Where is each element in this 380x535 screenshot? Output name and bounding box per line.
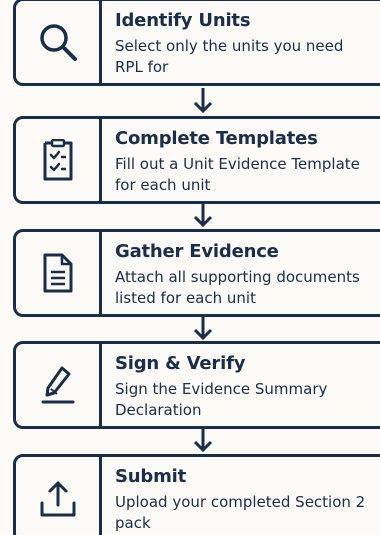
step-title: Gather Evidence xyxy=(115,241,279,262)
step-title: Sign & Verify xyxy=(115,353,246,374)
checklist-icon xyxy=(16,119,99,201)
step-divider xyxy=(99,232,102,314)
down-arrow-icon xyxy=(192,427,214,454)
step-divider xyxy=(99,119,102,201)
down-arrow-icon xyxy=(192,202,214,229)
step-description: Attach all supporting documents listed f… xyxy=(115,268,360,307)
down-arrow-icon xyxy=(192,88,214,115)
step-title: Identify Units xyxy=(115,10,251,31)
step-description: Fill out a Unit Evidence Template for ea… xyxy=(115,155,360,194)
magnifier-icon xyxy=(16,1,99,83)
upload-icon xyxy=(16,457,99,535)
step-gather-evidence: Gather Evidence Attach all supporting do… xyxy=(13,229,380,317)
step-description: Upload your completed Section 2 pack xyxy=(115,493,366,532)
step-identify-units: Identify Units Select only the units you… xyxy=(13,0,380,86)
step-description: Sign the Evidence Summary Declaration xyxy=(115,380,328,419)
step-sign-verify: Sign & Verify Sign the Evidence Summary … xyxy=(13,341,380,429)
down-arrow-icon xyxy=(192,315,214,342)
pen-icon xyxy=(16,344,99,426)
step-title: Submit xyxy=(115,466,186,487)
step-divider xyxy=(99,344,102,426)
step-divider xyxy=(99,457,102,535)
step-title: Complete Templates xyxy=(115,128,318,149)
step-complete-templates: Complete Templates Fill out a Unit Evide… xyxy=(13,116,380,204)
step-divider xyxy=(99,1,102,83)
document-icon xyxy=(16,232,99,314)
step-description: Select only the units you need RPL for xyxy=(115,37,344,76)
step-submit: Submit Upload your completed Section 2 p… xyxy=(13,454,380,535)
